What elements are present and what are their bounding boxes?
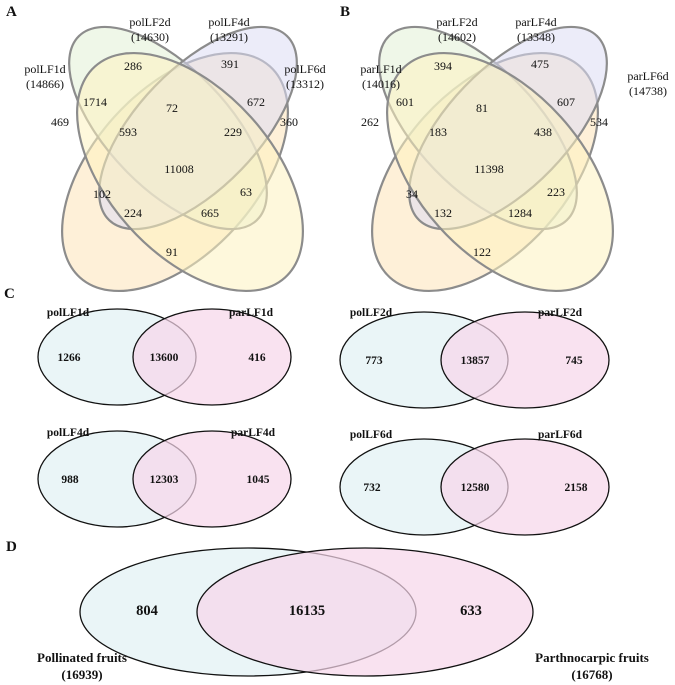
par-label: parLF1d [229,307,274,319]
set-total-parlf4d: (13348) [517,30,555,44]
pollinated-label: Pollinated fruits [37,650,127,665]
parthenocarpic-ellipse [196,547,534,677]
pol-label: polLF1d [47,307,90,319]
set-total-pollf2d: (14630) [131,30,169,44]
set-ellipse-parlf6d [386,51,614,293]
set-label-pollf1d: polLF1d [24,62,65,76]
par-only-count: 745 [565,355,583,367]
set-label-parlf4d: parLF4d [515,15,556,29]
region-2-6: 63 [240,185,252,199]
pol-label: polLF4d [47,427,90,439]
pair-venn-lf2d: polLF2d parLF2d 773 13857 745 [339,307,610,409]
region-1-4-6: 132 [434,206,452,220]
shared-count: 13857 [461,355,490,367]
region-only-6: 534 [590,115,608,129]
par-label: parLF4d [231,427,276,439]
panel-c: C polLF1d parLF1d 1266 13600 416 polLF2d… [4,286,610,536]
region-1-4: 102 [93,187,111,201]
panel-b-venn [371,25,614,293]
set-total-parlf2d: (14602) [438,30,476,44]
par-label: parLF2d [538,307,583,319]
region-1-2: 1714 [83,95,107,109]
region-1-4-6: 224 [124,206,142,220]
panel-c-label: C [4,286,15,302]
panel-a-venn [61,25,304,293]
pair-venn-lf6d: polLF6d parLF6d 732 12580 2158 [339,429,610,536]
set-total-pollf1d: (14866) [26,77,64,91]
set-total-parlf6d: (14738) [629,84,667,98]
region-1-2: 601 [396,95,414,109]
set-ellipse-pollf6d [76,51,304,293]
pollinated-only-count: 804 [136,603,158,619]
shared-count: 16135 [289,603,325,619]
region-only-1: 262 [361,115,379,129]
fruit-venn [79,547,534,677]
parthenocarpic-only-count: 633 [460,603,482,619]
panel-b-label: B [340,4,350,20]
par-ellipse [132,430,292,528]
par-only-count: 2158 [565,482,588,494]
pair-venn-lf1d: polLF1d parLF1d 1266 13600 416 [37,307,292,406]
region-only-4: 391 [221,57,239,71]
region-all: 11398 [474,162,504,176]
panel-a-label: A [6,4,17,20]
region-only-2: 286 [124,59,142,73]
set-label-pollf2d: polLF2d [129,15,170,29]
region-2-4-6: 438 [534,125,552,139]
parthenocarpic-total: (16768) [571,667,612,682]
pair-venn-lf4d: polLF4d parLF4d 988 12303 1045 [37,427,292,528]
pol-only-count: 773 [365,355,383,367]
region-4-6: 672 [247,95,265,109]
pol-label: polLF2d [350,307,393,319]
region-2-4: 81 [476,101,488,115]
region-1-4: 34 [406,187,418,201]
set-total-parlf1d: (14016) [362,77,400,91]
region-2-6: 223 [547,185,565,199]
panel-d-label: D [6,539,17,555]
set-total-pollf4d: (13291) [210,30,248,44]
set-label-parlf6d: parLF6d [627,69,668,83]
panel-b: B parLF2d (14602) parLF4d (13348) parLF1… [340,4,669,293]
par-ellipse [440,438,610,536]
pol-label: polLF6d [350,429,393,441]
region-only-1: 469 [51,115,69,129]
pollinated-total: (16939) [61,667,102,682]
pol-only-count: 1266 [58,352,81,364]
region-only-6: 360 [280,115,298,129]
region-4-6: 607 [557,95,575,109]
region-only-2: 394 [434,59,452,73]
region-1-6: 91 [166,245,178,259]
set-label-parlf1d: parLF1d [360,62,401,76]
region-only-4: 475 [531,57,549,71]
region-1-6: 122 [473,245,491,259]
region-1-2-4: 593 [119,125,137,139]
par-only-count: 416 [248,352,266,364]
pol-only-count: 732 [363,482,381,494]
region-2-4-6: 229 [224,125,242,139]
parthenocarpic-label: Parthnocarpic fruits [535,650,649,665]
par-only-count: 1045 [247,474,270,486]
par-ellipse [440,311,610,409]
shared-count: 13600 [150,352,179,364]
par-ellipse [132,308,292,406]
region-1-2-4: 183 [429,125,447,139]
set-label-parlf2d: parLF2d [436,15,477,29]
set-label-pollf6d: polLF6d [284,62,325,76]
region-all: 11008 [164,162,194,176]
shared-count: 12580 [461,482,490,494]
shared-count: 12303 [150,474,179,486]
pol-only-count: 988 [61,474,79,486]
set-total-pollf6d: (13312) [286,77,324,91]
set-label-pollf4d: polLF4d [208,15,249,29]
panel-d: D 804 16135 633 Pollinated fruits (16939… [6,539,649,682]
region-2-4: 72 [166,101,178,115]
region-1-2-6: 1284 [508,206,532,220]
par-label: parLF6d [538,429,583,441]
region-1-2-6: 665 [201,206,219,220]
panel-a: A polLF2d (14630) polLF4d (13291) polLF1… [6,4,326,293]
